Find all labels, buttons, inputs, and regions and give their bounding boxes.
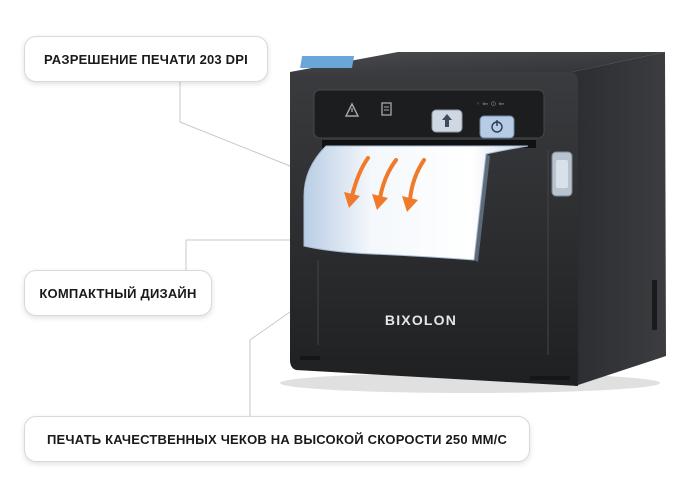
arrow-2: [378, 158, 398, 200]
side-slot: [652, 280, 657, 330]
paper-fold-shadow: [474, 154, 490, 262]
power-button-icon: [491, 120, 503, 133]
warning-icon: [344, 102, 360, 117]
cover-latch-inner: [556, 160, 568, 188]
feed-button[interactable]: [431, 109, 463, 133]
callout-print-resolution: РАЗРЕШЕНИЕ ПЕЧАТИ 203 DPI: [24, 36, 268, 82]
callout-print-speed: ПЕЧАТЬ КАЧЕСТВЕННЫХ ЧЕКОВ НА ВЫСОКОЙ СКО…: [24, 416, 530, 462]
leader-line-2: [185, 239, 300, 270]
leader-line-3: [249, 304, 301, 416]
bottom-vent-2: [530, 376, 570, 380]
feed-button-icon: [442, 114, 452, 127]
arrow-1: [350, 156, 370, 198]
arrow-3: [408, 158, 426, 202]
print-direction-arrows: [350, 156, 426, 202]
leader-line-1: [179, 80, 301, 171]
paper-slot: [322, 140, 536, 148]
top-label-sticker: [300, 56, 355, 68]
indicator-glyphs: ◦ ⇐ ⊙ ⇐: [476, 100, 505, 108]
callout-compact-design: КОМПАКТНЫЙ ДИЗАЙН: [24, 270, 212, 316]
arrow-heads: [344, 192, 418, 212]
paper-icon: [381, 102, 392, 116]
power-button[interactable]: [479, 115, 515, 139]
printer-side: [572, 52, 666, 386]
brand-logo: BIXOLON: [385, 312, 457, 328]
bottom-vent: [300, 356, 320, 360]
printer-top: [290, 52, 665, 72]
